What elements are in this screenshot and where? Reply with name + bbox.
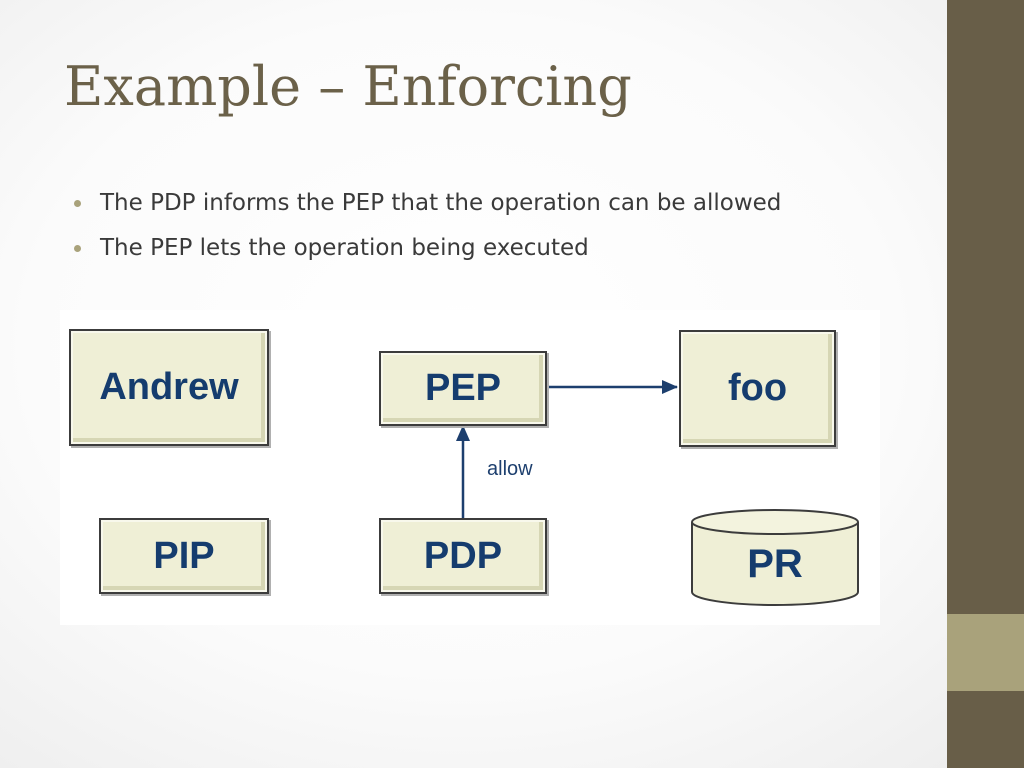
- node-pdp-label: PDP: [423, 534, 503, 577]
- bullet-dot-icon: [74, 245, 81, 252]
- sidebar-accent-block: [947, 614, 1024, 691]
- node-pr-label: PR: [747, 542, 803, 586]
- node-andrew: Andrew: [69, 329, 269, 446]
- node-pdp: PDP: [379, 518, 547, 594]
- edge-label-allow: allow: [487, 458, 533, 480]
- node-pr: PR: [690, 508, 860, 608]
- node-pep-label: PEP: [424, 367, 502, 409]
- bullet-dot-icon: [74, 200, 81, 207]
- node-foo-label: foo: [727, 367, 788, 409]
- bullet-list: The PDP informs the PEP that the operati…: [74, 187, 781, 277]
- bullet-item: The PDP informs the PEP that the operati…: [74, 187, 781, 232]
- bullet-item: The PEP lets the operation being execute…: [74, 232, 781, 277]
- node-pip: PIP: [99, 518, 269, 594]
- slide-title: Example – Enforcing: [64, 55, 632, 118]
- node-foo: foo: [679, 330, 836, 447]
- bullet-text: The PEP lets the operation being execute…: [100, 235, 589, 261]
- node-pip-label: PIP: [153, 534, 215, 577]
- bullet-text: The PDP informs the PEP that the operati…: [100, 190, 782, 216]
- node-andrew-label: Andrew: [99, 366, 239, 408]
- node-pep: PEP: [379, 351, 547, 426]
- database-icon: [691, 509, 859, 606]
- diagram-arrows: [456, 380, 678, 518]
- architecture-diagram: allow Andrew PEP foo PIP PDP PR: [60, 310, 880, 625]
